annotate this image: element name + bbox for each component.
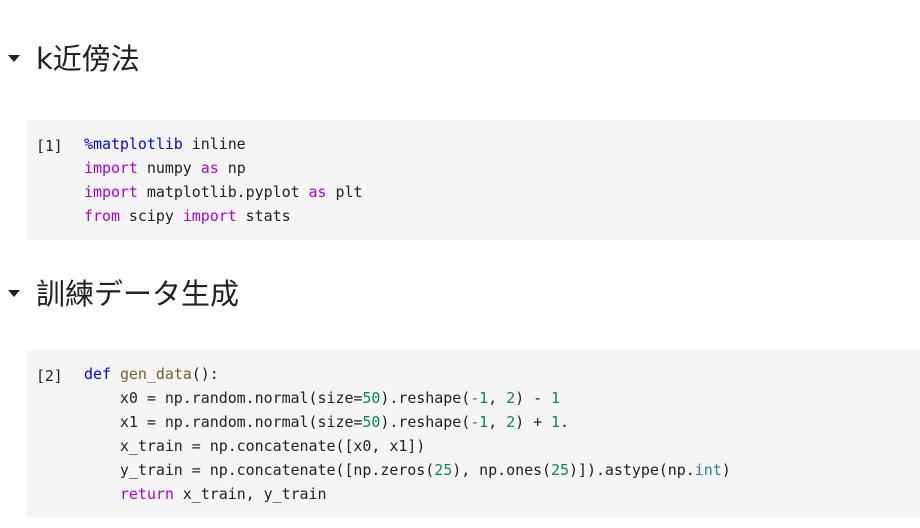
code-token-num: -1 (470, 389, 489, 407)
code-token-plain: x0 = np.random.normal(size= (84, 389, 363, 407)
code-token-plain: scipy (119, 207, 183, 225)
code-token-def: def (84, 365, 111, 383)
code-cell-2[interactable]: [2] def gen_data(): x0 = np.random.norma… (26, 350, 920, 517)
code-token-plain (84, 485, 120, 503)
section-heading-training-data[interactable]: 訓練データ生成 (0, 272, 239, 312)
code-token-plain: matplotlib.pyplot (137, 183, 309, 201)
section-title: 訓練データ生成 (36, 277, 240, 311)
code-line: %matplotlib inline (84, 132, 362, 156)
code-line: x_train = np.concatenate([x0, x1]) (84, 434, 731, 458)
code-token-plain: ), np.ones( (452, 461, 552, 479)
code-token-plain: , (488, 413, 507, 431)
code-token-plain: ) - (515, 389, 552, 407)
code-token-kw: as (200, 159, 219, 177)
code-token-num: 50 (362, 413, 381, 431)
code-token-plain: ) (721, 461, 731, 479)
code-token-num: 1 (551, 389, 561, 407)
code-token-kw: from (84, 207, 120, 225)
code-token-plain: , (488, 389, 507, 407)
code-token-plain: plt (326, 183, 363, 201)
code-token-plain: x1 = np.random.normal(size= (84, 413, 363, 431)
code-token-plain: stats (236, 207, 291, 225)
code-token-num: 1 (551, 413, 561, 431)
code-line: import matplotlib.pyplot as plt (84, 180, 362, 204)
code-token-plain: )]).astype(np. (569, 461, 695, 479)
code-token-num: 2 (506, 389, 516, 407)
code-token-fn: gen_data (119, 365, 192, 383)
code-token-plain: x_train = np.concatenate([x0, x1]) (84, 437, 426, 455)
code-token-plain: np (218, 159, 246, 177)
code-line: x0 = np.random.normal(size=50).reshape(-… (84, 386, 731, 410)
code-token-plain: inline (182, 135, 246, 153)
code-token-kw: return (119, 485, 174, 503)
execution-count: [1] (36, 137, 63, 155)
code-token-num: 25 (551, 461, 569, 479)
execution-count: [2] (36, 367, 63, 385)
caret-down-icon[interactable] (8, 54, 20, 62)
section-heading-knn[interactable]: k近傍法 (0, 37, 140, 77)
code-token-builtin: int (694, 461, 722, 479)
code-line: y_train = np.concatenate([np.zeros(25), … (84, 458, 731, 482)
code-line: import numpy as np (84, 156, 362, 180)
code-line: def gen_data(): (84, 362, 731, 386)
code-token-kw: import (84, 159, 138, 177)
code-token-plain: ).reshape( (380, 413, 471, 431)
code-token-kw: import (84, 183, 138, 201)
code-token-plain: x_train, y_train (173, 485, 327, 503)
code-token-plain: y_train = np.concatenate([np.zeros( (84, 461, 435, 479)
caret-down-icon[interactable] (8, 289, 20, 297)
code-token-magic: %matplotlib (84, 135, 183, 153)
code-token-num: 2 (506, 413, 516, 431)
code-token-plain: ).reshape( (380, 389, 471, 407)
code-token-num: 25 (434, 461, 453, 479)
code-token-plain: (): (191, 365, 219, 383)
code-editor[interactable]: def gen_data(): x0 = np.random.normal(si… (84, 362, 731, 506)
section-title: k近傍法 (36, 42, 140, 76)
code-token-plain: numpy (137, 159, 201, 177)
code-token-kw: import (182, 207, 237, 225)
code-token-plain (111, 365, 120, 383)
code-token-plain: . (560, 413, 570, 431)
code-line: x1 = np.random.normal(size=50).reshape(-… (84, 410, 731, 434)
code-token-plain: ) + (515, 413, 552, 431)
code-line: from scipy import stats (84, 204, 362, 228)
code-token-num: 50 (362, 389, 381, 407)
code-line: return x_train, y_train (84, 482, 731, 506)
code-token-kw: as (308, 183, 327, 201)
code-token-num: -1 (470, 413, 489, 431)
